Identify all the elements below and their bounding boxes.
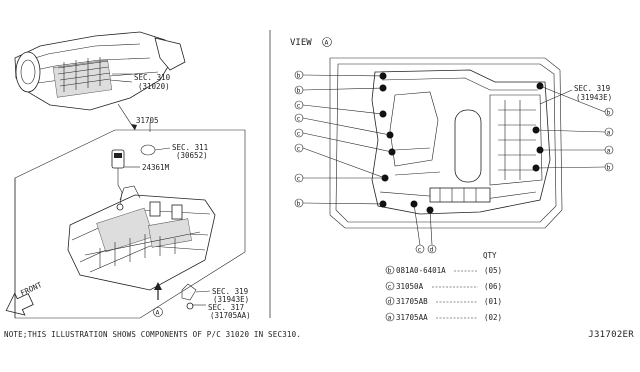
- sec317-code[interactable]: (31705AA): [210, 311, 251, 320]
- legend-row4-part: 31705AA: [396, 313, 428, 322]
- part-31705-label[interactable]: 31705: [136, 116, 159, 125]
- legend-row4-marker: a: [388, 314, 392, 322]
- sec310-code[interactable]: (31020): [138, 82, 170, 91]
- sensor-harness-illustration: [111, 149, 125, 211]
- diagram-code: J31702ER: [588, 330, 634, 340]
- view-title-marker: A: [325, 39, 329, 47]
- callout-l4: c: [297, 115, 301, 123]
- callouts-right: b a a b: [535, 85, 614, 172]
- legend-row1-qty: (05): [484, 266, 502, 275]
- legend-row1-marker: b: [388, 267, 392, 275]
- legend-row2-part: 31050A: [396, 282, 424, 291]
- transmission-assembly-illustration: [14, 31, 186, 131]
- footer-note: NOTE;THIS ILLUSTRATION SHOWS COMPONENTS …: [4, 330, 302, 339]
- legend-row4-qty: (02): [484, 313, 502, 322]
- callout-l8: b: [297, 200, 301, 208]
- valve-body-view-illustration: [371, 69, 551, 215]
- callout-r1: b: [607, 109, 611, 117]
- bracket-illustration: [181, 283, 197, 310]
- view-a-circle: [153, 307, 163, 317]
- callout-l3: c: [297, 102, 301, 110]
- callout-r2: a: [607, 129, 611, 137]
- control-valve-illustration: [67, 185, 216, 291]
- callouts-bottom: c d: [413, 203, 437, 254]
- callout-l1: b: [297, 72, 301, 80]
- view-title: VIEW: [290, 38, 312, 48]
- part-24361m-label[interactable]: 24361M: [142, 163, 170, 172]
- legend-row2-qty: (06): [484, 282, 502, 291]
- sec311-label[interactable]: SEC. 311: [172, 143, 208, 152]
- callout-l5: c: [297, 130, 301, 138]
- legend-row3-part: 31705AB: [396, 297, 428, 306]
- view-a-letter: A: [156, 309, 160, 317]
- callouts-left: b b c c c c c b: [294, 70, 393, 208]
- legend-row1-part: 081A0-6401A: [396, 266, 446, 275]
- sec319-left-label[interactable]: SEC. 319: [212, 287, 248, 296]
- callout-r3: a: [607, 147, 611, 155]
- sec317-label[interactable]: SEC. 317: [208, 303, 244, 312]
- legend-row3-qty: (01): [484, 297, 502, 306]
- callout-b2: d: [430, 246, 434, 254]
- sec310-label[interactable]: SEC. 310: [134, 73, 171, 82]
- sec319-right-code[interactable]: (31943E): [576, 93, 612, 102]
- sec311-code[interactable]: (30652): [176, 151, 208, 160]
- sec319-left-code[interactable]: (31943E): [213, 295, 249, 304]
- callout-l7: c: [297, 175, 301, 183]
- callout-b1: c: [418, 246, 422, 254]
- legend-qty-header: QTY: [483, 251, 497, 260]
- front-label: FRONT: [19, 280, 44, 298]
- oring-seal-illustration: [140, 144, 156, 156]
- callout-l6: c: [297, 145, 301, 153]
- legend-row3-marker: d: [388, 298, 392, 306]
- callout-r4: b: [607, 164, 611, 172]
- oil-pan-outline: [329, 57, 563, 229]
- legend: QTY b 081A0-6401A (05) c 31050A (06) d 3…: [385, 251, 502, 322]
- callout-l2: b: [297, 87, 301, 95]
- legend-row2-marker: c: [388, 283, 392, 291]
- sec319-right-label[interactable]: SEC. 319: [574, 84, 610, 93]
